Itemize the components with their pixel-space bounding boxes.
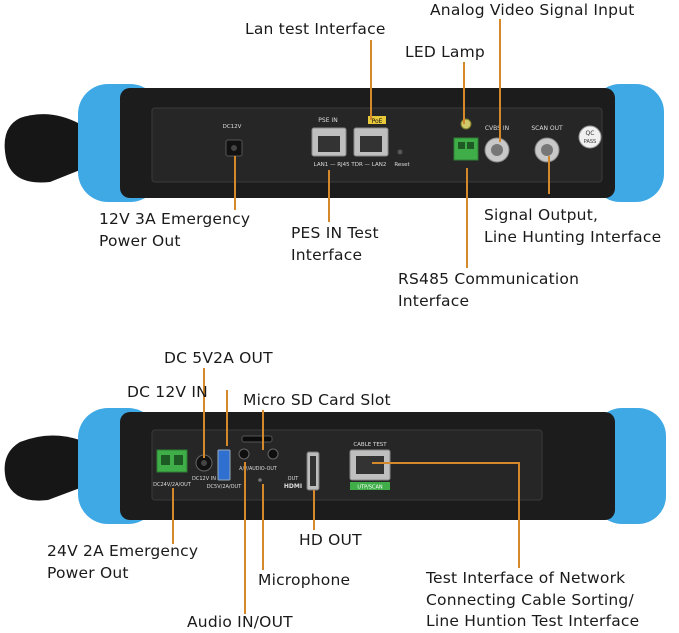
callout-microphone: Microphone xyxy=(258,571,351,589)
callout-signal-output-line2: Line Hunting Interface xyxy=(484,228,662,246)
callout-cable-sorting-line2: Connecting Cable Sorting/ xyxy=(426,591,634,609)
port-panel xyxy=(151,429,543,501)
callout-emergency-12v-line2: Power Out xyxy=(99,232,181,250)
device-bottom-view: DC24V/2A/OUT DC12V IN DC5V/2A/OUT A/V/AU… xyxy=(4,408,666,524)
microphone-hole xyxy=(258,478,262,482)
dc24v-label: DC24V/2A/OUT xyxy=(153,482,192,488)
usb-port xyxy=(217,449,231,481)
callout-pes-in-line1: PES IN Test xyxy=(291,224,379,242)
dc5v-label: DC5V/2A/OUT xyxy=(207,484,243,490)
callout-lan-test: Lan test Interface xyxy=(245,20,386,38)
pse-in-label: PSE IN xyxy=(318,117,337,124)
wrist-strap xyxy=(4,435,80,501)
callout-audio-in-out: Audio IN/OUT xyxy=(187,613,293,631)
dc12v-port-label: DC12V xyxy=(223,124,242,130)
rs485-terminal xyxy=(453,137,479,161)
poe-badge xyxy=(368,116,386,124)
audio-jack-2 xyxy=(267,448,279,460)
svg-text:QC: QC xyxy=(586,130,595,137)
utp-scan-badge xyxy=(350,482,390,490)
callout-cable-sorting-line3: Line Huntion Test Interface xyxy=(426,612,640,630)
callout-analog-video: Analog Video Signal Input xyxy=(430,1,635,19)
scan-out-label: SCAN OUT xyxy=(531,125,563,132)
callout-hd-out: HD OUT xyxy=(299,531,362,549)
svg-text:PASS: PASS xyxy=(584,139,596,145)
callout-rs485-line1: RS485 Communication xyxy=(398,270,580,288)
qc-pass-sticker xyxy=(578,125,602,149)
callout-dc-5v2a-out: DC 5V2A OUT xyxy=(164,349,273,367)
utp-scan-label: UTP/SCAN xyxy=(357,485,382,491)
reset-label: Reset xyxy=(394,162,410,168)
callout-cable-sorting-line1: Test Interface of Network xyxy=(426,569,626,587)
callout-led-lamp: LED Lamp xyxy=(405,43,485,61)
audio-jack xyxy=(238,448,250,460)
cable-test-label: CABLE TEST xyxy=(353,442,387,448)
dc12v-in-label: DC12V IN xyxy=(192,476,216,482)
lan-caption: LAN1 — RJ45 TDR — LAN2 xyxy=(314,162,387,168)
callout-rs485-line2: Interface xyxy=(398,292,470,310)
callout-pes-in-line2: Interface xyxy=(291,246,363,264)
hdmi-out-label: OUT xyxy=(288,476,300,482)
callout-emergency-24v-line2: Power Out xyxy=(47,564,129,582)
cvbs-in-label: CVBS IN xyxy=(485,125,509,132)
callout-dc-12v-in: DC 12V IN xyxy=(127,383,208,401)
wrist-strap xyxy=(4,114,80,183)
callout-emergency-12v-line1: 12V 3A Emergency xyxy=(99,210,251,228)
callout-signal-output-line1: Signal Output, xyxy=(484,206,599,224)
reset-button xyxy=(397,149,403,155)
device-top-view: DC12V PSE IN PoE LAN1 — RJ45 TDR — LAN2 … xyxy=(4,84,664,202)
micro-sd-slot xyxy=(241,435,273,443)
poe-label: PoE xyxy=(372,118,383,125)
hdmi-label: HDMI xyxy=(284,483,302,490)
audio-out-label: A/V/AUDIO-OUT xyxy=(239,466,277,472)
callout-micro-sd: Micro SD Card Slot xyxy=(243,391,391,409)
callout-emergency-24v-line1: 24V 2A Emergency xyxy=(47,542,199,560)
